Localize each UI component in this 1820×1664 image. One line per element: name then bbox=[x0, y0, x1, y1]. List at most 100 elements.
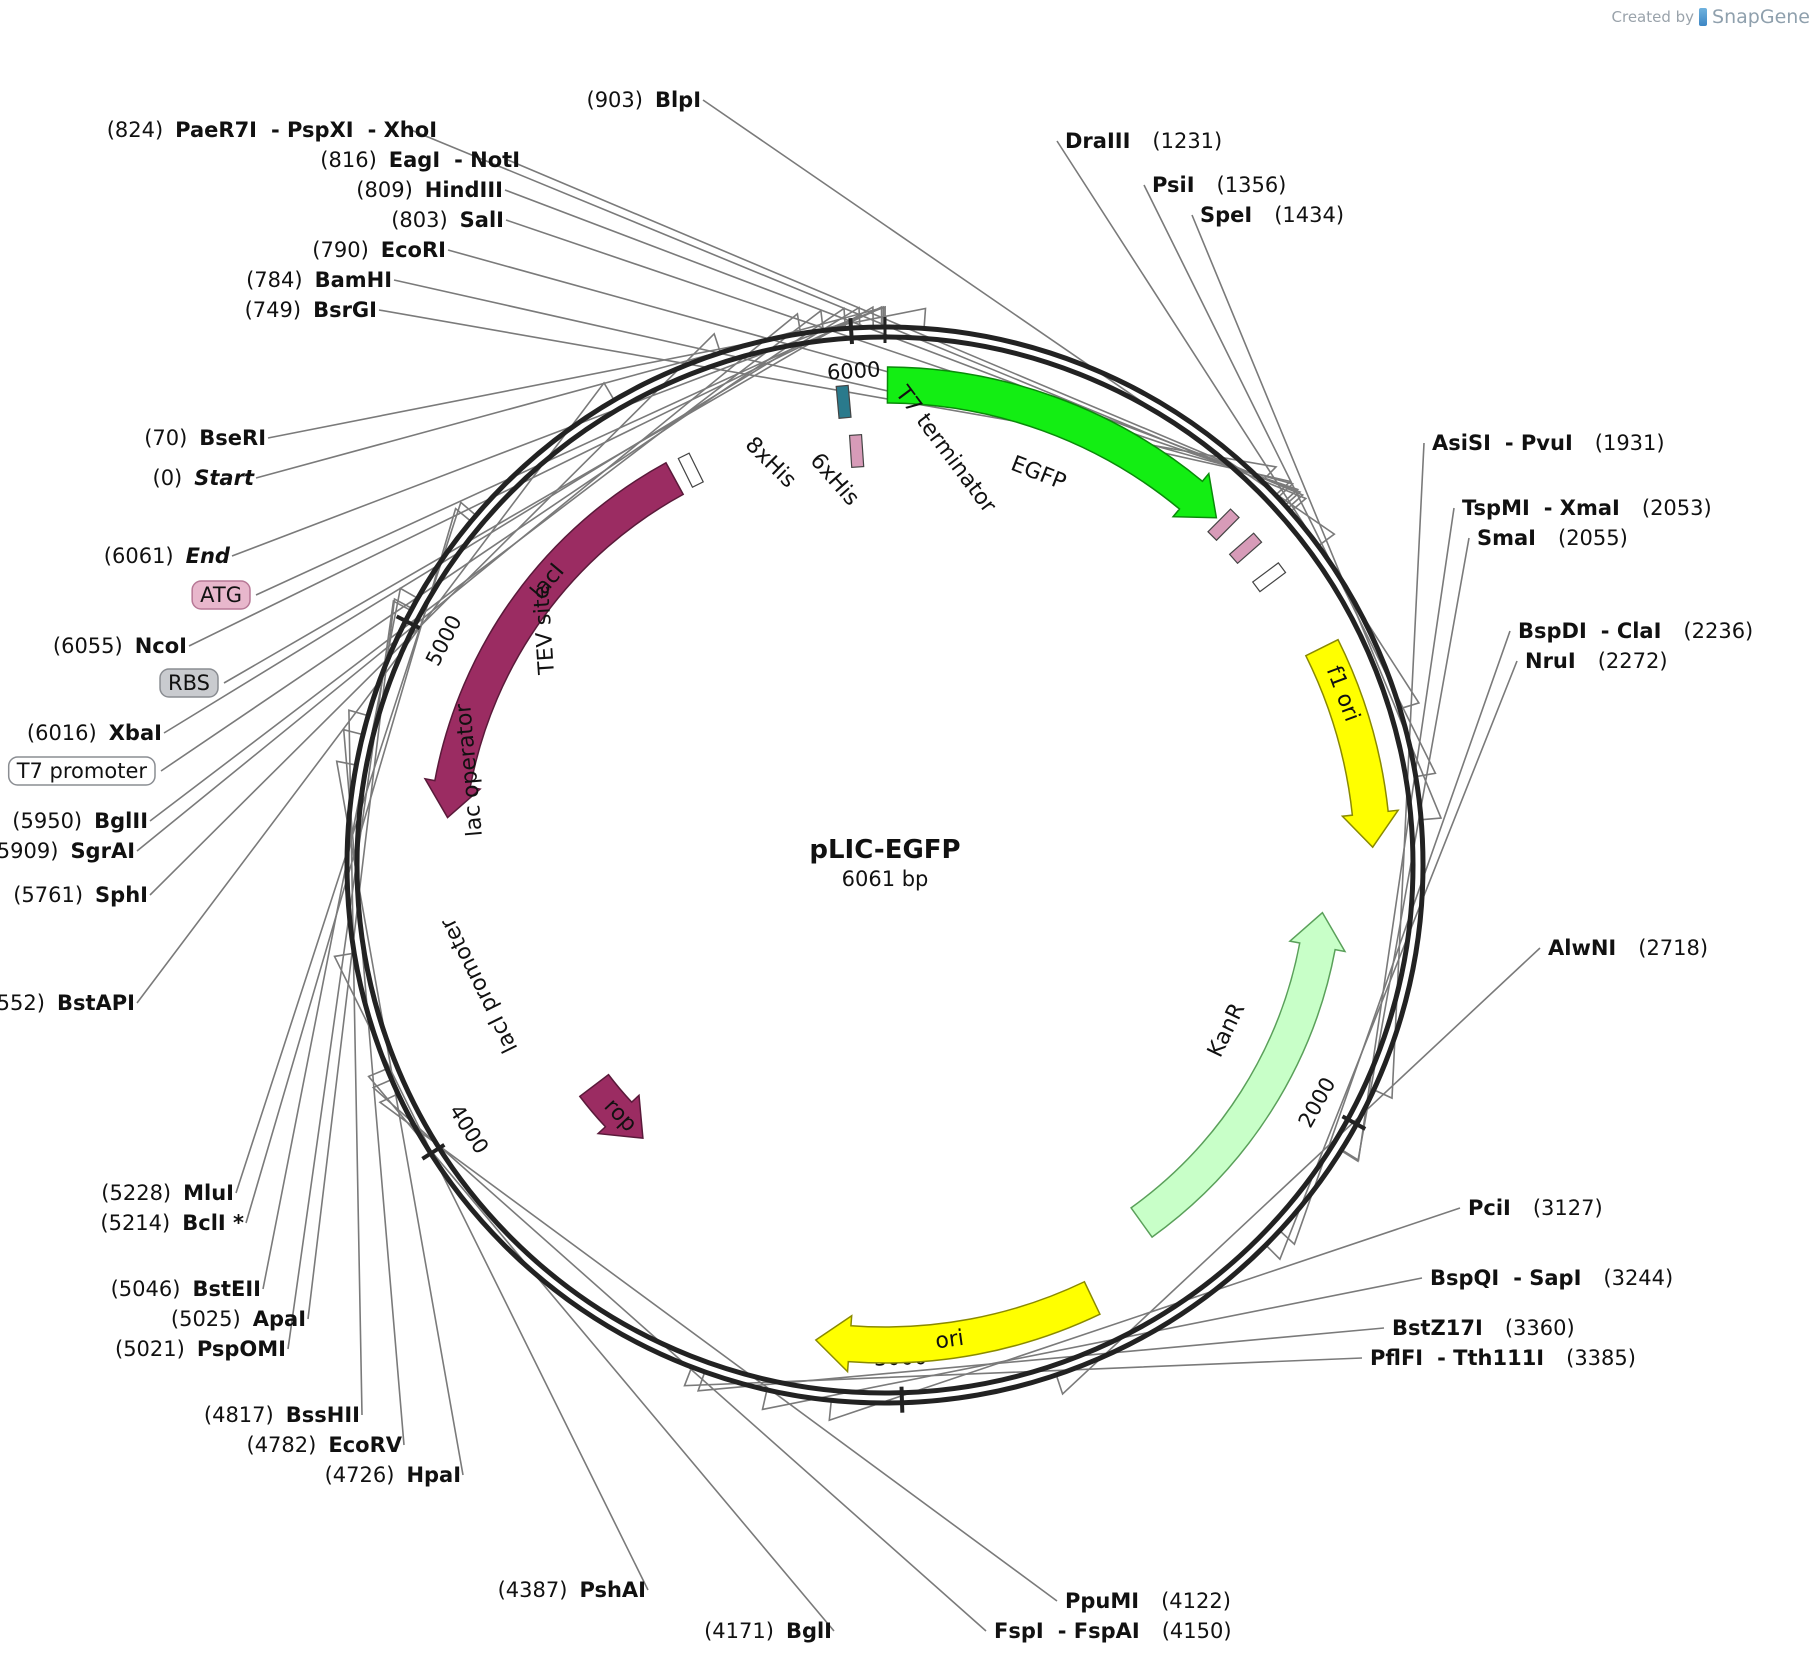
site-bamhi: (784)BamHI bbox=[246, 268, 392, 292]
site-leader-line bbox=[507, 159, 1305, 508]
site-position: (2272) bbox=[1598, 649, 1668, 673]
site-leader-line bbox=[371, 1079, 987, 1632]
site-tspmi: TspMI- XmaI(2053) bbox=[1462, 496, 1712, 520]
site-label: (6055)NcoI bbox=[53, 634, 187, 658]
site-leader-line bbox=[410, 129, 1308, 511]
site-pspomi: (5021) PspOMI bbox=[115, 1337, 286, 1361]
site-label: (816)EagI- NotI bbox=[320, 148, 520, 172]
site-name: BstAPI bbox=[57, 991, 135, 1015]
site-label: (803)SalI bbox=[391, 208, 504, 232]
plasmid-name: pLIC-EGFP bbox=[809, 835, 960, 865]
site-position: (4726) bbox=[325, 1463, 395, 1487]
site-draiii: DraIII(1231) bbox=[1065, 129, 1222, 153]
site-bseri: (70)BseRI bbox=[144, 426, 266, 450]
site-bsteii: (5046) BstEII bbox=[111, 1277, 261, 1301]
site-position: (790) bbox=[312, 238, 368, 262]
site-position: (1434) bbox=[1274, 203, 1344, 227]
site-name: SmaI bbox=[1477, 526, 1536, 550]
site-leader-line bbox=[761, 1277, 1423, 1411]
site-label: (4387)PshAI bbox=[498, 1578, 646, 1602]
site-label: PsiI(1356) bbox=[1152, 173, 1286, 197]
site-leader-line bbox=[245, 507, 471, 1224]
site-leader-line bbox=[149, 332, 721, 896]
site-leader-line bbox=[267, 307, 927, 439]
site-leader-line bbox=[367, 1068, 835, 1632]
boxed-label-t7-promoter: T7 promoter bbox=[7, 756, 156, 786]
site-name: MluI bbox=[183, 1181, 234, 1205]
site-label: (903)BlpI bbox=[587, 88, 702, 112]
site-ncoi: (6055)NcoI bbox=[53, 634, 187, 658]
feature-kanr bbox=[1130, 911, 1347, 1239]
site-leader-line bbox=[696, 1327, 1385, 1392]
site-position: (5046) bbox=[111, 1277, 181, 1301]
site-position: (5021) bbox=[115, 1337, 185, 1361]
site-extra-name: - Tth111I bbox=[1437, 1346, 1544, 1370]
site-leader-line bbox=[504, 189, 1302, 505]
site-leader-line bbox=[1342, 537, 1470, 1163]
site-leader-line bbox=[307, 597, 411, 1320]
tick-mark bbox=[421, 1143, 446, 1161]
site-alwni: AlwNI(2718) bbox=[1548, 936, 1708, 960]
site-name: PspOMI bbox=[197, 1337, 286, 1361]
site-label: AlwNI(2718) bbox=[1548, 936, 1708, 960]
site-position: (1356) bbox=[1217, 173, 1287, 197]
site-label: FspI- FspAI(4150) bbox=[994, 1619, 1232, 1643]
site-position: (0) bbox=[153, 466, 183, 490]
site-position: (4817) bbox=[204, 1403, 274, 1427]
site-position: (749) bbox=[245, 298, 301, 322]
site-label: (5046) BstEII bbox=[111, 1277, 261, 1301]
site-leader-line bbox=[342, 728, 405, 1446]
site-position: (5909) bbox=[0, 839, 58, 863]
site-position: (5228) bbox=[101, 1181, 171, 1205]
site-position: (784) bbox=[246, 268, 302, 292]
site-name: AlwNI bbox=[1548, 936, 1616, 960]
small-feature-laci-promoter bbox=[677, 452, 705, 489]
site-leader-line bbox=[828, 1207, 1461, 1422]
site-ppumi: PpuMI(4122) bbox=[1065, 1589, 1231, 1613]
site-label: DraIII(1231) bbox=[1065, 129, 1222, 153]
boxed-label-leader-line bbox=[160, 307, 847, 772]
site-name: EcoRV bbox=[328, 1433, 402, 1457]
site-position: (3360) bbox=[1505, 1316, 1575, 1340]
site-position: (5950) bbox=[12, 809, 82, 833]
site-name: BstEII bbox=[192, 1277, 261, 1301]
site-sgrai: (5909)SgrAI bbox=[0, 839, 135, 863]
site-leader-line bbox=[1375, 442, 1425, 1100]
site-name: PshAI bbox=[579, 1578, 646, 1602]
site-name: XbaI bbox=[109, 721, 162, 745]
site-position: (803) bbox=[391, 208, 447, 232]
site-leader-line bbox=[1056, 140, 1421, 709]
site-pflfi: PflFI- Tth111I(3385) bbox=[1370, 1346, 1636, 1370]
site-mlui: (5228) MluI bbox=[101, 1181, 234, 1205]
site-label: (0)Start bbox=[153, 466, 255, 490]
feature-f1-ori bbox=[1304, 638, 1400, 849]
site-fspi: FspI- FspAI(4150) bbox=[994, 1619, 1232, 1643]
site-blpi: (903)BlpI bbox=[587, 88, 702, 112]
site-name: DraIII bbox=[1065, 129, 1130, 153]
site-label: (70)BseRI bbox=[144, 426, 266, 450]
site-label: (749)BsrGI bbox=[245, 298, 377, 322]
backbone-inner-ring bbox=[354, 334, 1416, 1396]
site-label: (5025)ApaI bbox=[171, 1307, 306, 1331]
restriction-sites: (903)BlpI (824)PaeR7I- PspXI- XhoI (816)Ea… bbox=[0, 88, 1753, 1643]
site-leader-line bbox=[262, 587, 417, 1290]
site-label: (5214)BclI * bbox=[100, 1211, 244, 1235]
site-leader-line bbox=[136, 381, 614, 1004]
feature-label-egfp: EGFP bbox=[1007, 451, 1069, 495]
site-position: (816) bbox=[320, 148, 376, 172]
site-name: PflFI bbox=[1370, 1346, 1423, 1370]
tick-mark bbox=[848, 317, 855, 345]
site-label: (5552)BstAPI bbox=[0, 991, 135, 1015]
site-bspqi: BspQI- SapI(3244) bbox=[1430, 1266, 1673, 1290]
site-name: End bbox=[186, 544, 231, 568]
site-name: BspDI bbox=[1518, 619, 1587, 643]
small-feature-8xhis bbox=[1207, 508, 1240, 542]
site-position: (3244) bbox=[1603, 1266, 1673, 1290]
site-label: (4726)HpaI bbox=[325, 1463, 461, 1487]
site-position: (2053) bbox=[1642, 496, 1712, 520]
site-paer7i: (824)PaeR7I- PspXI- XhoI bbox=[107, 118, 437, 142]
site-xbai: (6016)XbaI bbox=[27, 721, 162, 745]
snapgene-credit: Created by SnapGene bbox=[1612, 6, 1810, 28]
site-name: FspI bbox=[994, 1619, 1044, 1643]
